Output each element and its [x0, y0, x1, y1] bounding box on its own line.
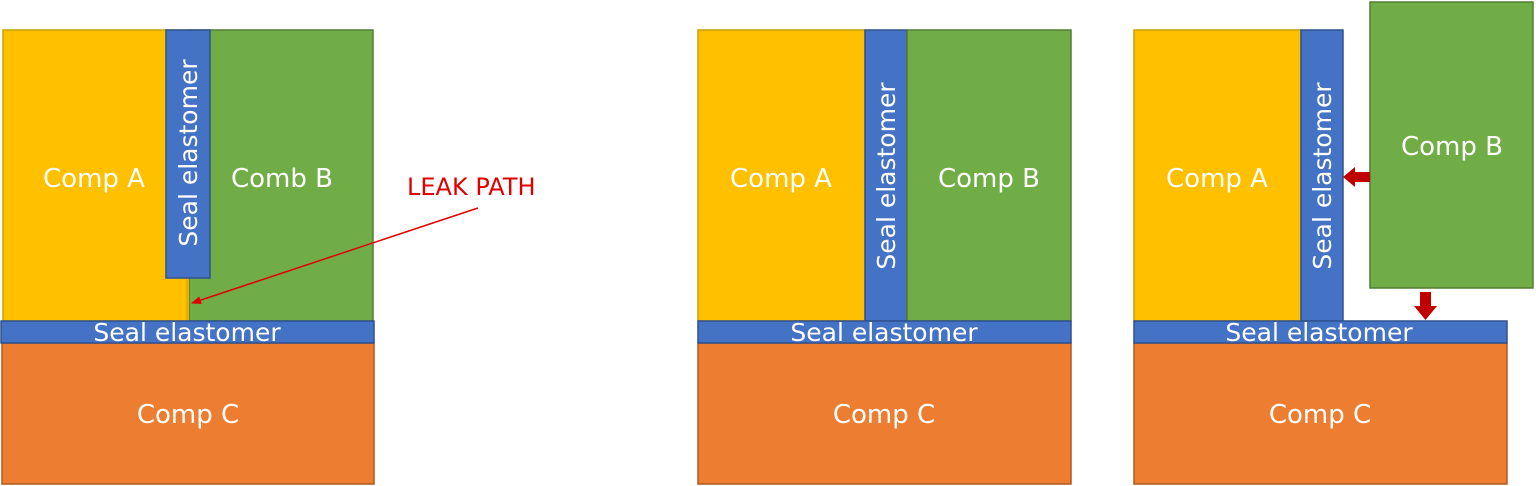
comp-a-block — [2, 29, 188, 322]
seal-horizontal-label: Seal elastomer — [790, 318, 978, 347]
comp-c-block — [697, 342, 1072, 485]
seal-vertical-block — [1300, 29, 1344, 322]
comp-b-label: Comb B — [231, 164, 333, 194]
comp-b-block — [906, 29, 1072, 322]
comp-a-label: Comp A — [1166, 164, 1268, 194]
comp-a-label: Comp A — [730, 164, 832, 194]
comp-c-block — [1133, 342, 1508, 485]
seal-vertical-label: Seal elastomer — [1308, 82, 1337, 270]
leak-path-label: LEAK PATH — [407, 173, 536, 201]
panel-1-leak-path: Comp C Comp A Comb B Seal elastomer Seal… — [0, 29, 536, 485]
comp-b-block — [188, 29, 374, 322]
comp-c-label: Comp C — [1269, 400, 1371, 430]
seal-horizontal-label: Seal elastomer — [93, 318, 281, 347]
comp-c-block — [1, 342, 375, 485]
comp-c-label: Comp C — [137, 400, 239, 430]
panel-3-assembly: Comp C Comp A Seal elastomer Seal elasto… — [1133, 1, 1534, 485]
seal-horizontal-block — [697, 320, 1072, 344]
seal-vertical-label: Seal elastomer — [872, 82, 901, 270]
seal-horizontal-block — [0, 320, 375, 344]
seal-horizontal-block — [1133, 320, 1508, 344]
seal-vertical-block — [165, 29, 211, 279]
panel-2-sealed: Comp C Comp A Seal elastomer Comp B Seal… — [697, 29, 1072, 485]
arrow-left-icon — [1343, 167, 1370, 187]
comp-a-block — [1133, 29, 1302, 322]
leak-gap — [186, 278, 189, 321]
comp-b-label: Comp B — [1401, 132, 1503, 162]
seal-vertical-label: Seal elastomer — [174, 59, 203, 247]
leak-path-arrow — [191, 207, 479, 304]
comp-a-block — [697, 29, 866, 322]
comp-a-label: Comp A — [43, 164, 145, 194]
seal-horizontal-label: Seal elastomer — [1225, 318, 1413, 347]
arrow-down-icon — [1414, 292, 1437, 320]
comp-c-label: Comp C — [833, 400, 935, 430]
comp-b-block — [1369, 1, 1534, 289]
comp-b-label: Comp B — [938, 164, 1040, 194]
